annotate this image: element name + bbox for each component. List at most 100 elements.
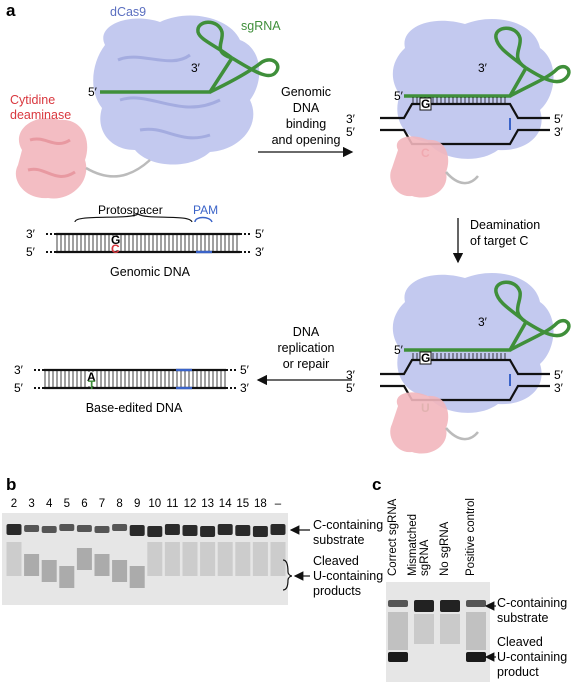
gel-c-smear — [388, 612, 408, 650]
gel-b-product-band — [129, 566, 145, 588]
gel-b-lane — [235, 525, 251, 576]
gel-c-product-band — [466, 652, 486, 662]
gel-b-lane — [24, 525, 40, 576]
gel-b-lane-label: 4 — [46, 498, 53, 510]
gel-b-lane — [94, 526, 110, 576]
gel-b-lane — [217, 524, 233, 576]
gel-c-product-band — [388, 652, 408, 662]
gel-b-substrate-band — [147, 526, 163, 537]
gel-b-substrate-band — [76, 525, 92, 532]
sgrna2-3prime: 3′ — [478, 61, 488, 75]
gel-b-product-line1: Cleaved — [313, 554, 359, 568]
gel-c-substrate-band — [440, 600, 460, 612]
gel-b-substrate-band — [235, 525, 251, 536]
sgrna-1 — [100, 20, 280, 94]
gel-b-smear — [217, 542, 233, 576]
edited-left-5prime: 5′ — [14, 381, 24, 395]
gel-c-substrate-line2: substrate — [497, 611, 548, 625]
step1-line2: DNA — [293, 101, 320, 115]
gel-c-smear — [414, 614, 434, 644]
complex2-5prime: 5′ — [394, 89, 404, 103]
gel-b-substrate-band — [24, 525, 40, 532]
gel-b-lane-label: 18 — [254, 498, 267, 510]
gel-b-product-line2: U-containing — [313, 569, 383, 583]
step1-line1: Genomic — [281, 85, 331, 99]
deaminase-protein-1 — [15, 118, 151, 199]
genomic-left-3prime: 3′ — [26, 227, 36, 241]
gel-b-lane — [164, 524, 180, 576]
gel-b-substrate-band — [217, 524, 233, 535]
sgrna3-3prime: 3′ — [478, 315, 488, 329]
dcas9-protein-3 — [392, 272, 554, 413]
genomic-right-5prime: 5′ — [255, 227, 265, 241]
gel-b-product-band — [59, 566, 75, 588]
protospacer-label: Protospacer — [98, 203, 163, 217]
gel-b-lane — [252, 526, 268, 576]
dcas9-protein-1 — [93, 15, 260, 165]
complex3-right-5prime: 5′ — [554, 368, 564, 382]
step2-line2: of target C — [470, 234, 528, 248]
gel-b-substrate-line2: substrate — [313, 533, 364, 547]
edited-base-t: T — [88, 378, 96, 392]
gel-c-smear — [440, 614, 460, 644]
gel-c-substrate-band — [414, 600, 434, 612]
complex2-right-3prime: 3′ — [554, 125, 564, 139]
gel-c-lane-label: Correct sgRNA — [387, 498, 399, 576]
complex3-left-5prime: 5′ — [346, 381, 356, 395]
gel-b-substrate-band — [41, 526, 57, 533]
gel-b-lane-label: 10 — [148, 498, 161, 510]
gel-b-substrate-band — [59, 524, 75, 531]
gel-b-product-band — [24, 554, 40, 576]
gel-c-smear — [466, 612, 486, 650]
step3-line3: or repair — [283, 357, 330, 371]
gel-b-substrate-band — [6, 524, 22, 535]
gel-c-lane — [388, 600, 408, 662]
gel-c-substrate-line1: C-containing — [497, 596, 567, 610]
complex3-right-3prime: 3′ — [554, 381, 564, 395]
gel-b-lane-label: 8 — [116, 498, 122, 510]
gel-b-substrate-band — [94, 526, 110, 533]
gel-b-lane-label: 15 — [236, 498, 249, 510]
gel-c-lane — [440, 600, 460, 644]
genomic-left-5prime: 5′ — [26, 245, 36, 259]
gel-b-substrate-band — [112, 524, 128, 531]
gel-b-lane — [76, 525, 92, 570]
open-dna-2 — [380, 97, 550, 146]
complex2-left-3prime: 3′ — [346, 112, 356, 126]
gel-b-lane — [182, 525, 198, 576]
gel-c-product-line2: U-containing — [497, 650, 567, 664]
gel-b-lane — [129, 525, 145, 588]
step3-line1: DNA — [293, 325, 320, 339]
gel-b-lane-label: 6 — [81, 498, 87, 510]
gel-b-substrate-line1: C-containing — [313, 518, 383, 532]
pam-label: PAM — [193, 203, 218, 217]
gel-b-substrate-band — [164, 524, 180, 535]
gel-b-lane-label: 3 — [28, 498, 34, 510]
gel-b-substrate-band — [129, 525, 145, 536]
edited-right-5prime: 5′ — [240, 363, 250, 377]
gel-b-lane — [147, 526, 163, 576]
complex3-5prime: 5′ — [394, 343, 404, 357]
step2-line1: Deamination — [470, 218, 540, 232]
sgrna-3 — [404, 280, 571, 352]
gel-c-lane-label: sgRNA — [419, 539, 431, 576]
edited-right-3prime: 3′ — [240, 381, 250, 395]
base-edited-dna-label: Base-edited DNA — [86, 401, 183, 415]
gel-c-substrate-band — [466, 600, 486, 607]
dcas9-protein-2 — [392, 18, 554, 159]
gel-c-product-line3: product — [497, 665, 539, 679]
gel-b-lane-label: 2 — [11, 498, 17, 510]
gel-b-product-band — [41, 560, 57, 582]
gel-b-lane-label: 13 — [201, 498, 214, 510]
gel-c-substrate-band — [388, 600, 408, 607]
gel-b-lane — [200, 526, 216, 576]
deaminase-label-1: Cytidine — [10, 93, 55, 107]
step1-line4: and opening — [272, 133, 341, 147]
gel-c-lane-label: Mismatched — [407, 514, 419, 576]
gel-c-product-line1: Cleaved — [497, 635, 543, 649]
sgrna-3prime: 3′ — [191, 61, 201, 75]
gel-b-lane — [112, 524, 128, 582]
complex2-left-5prime: 5′ — [346, 125, 356, 139]
